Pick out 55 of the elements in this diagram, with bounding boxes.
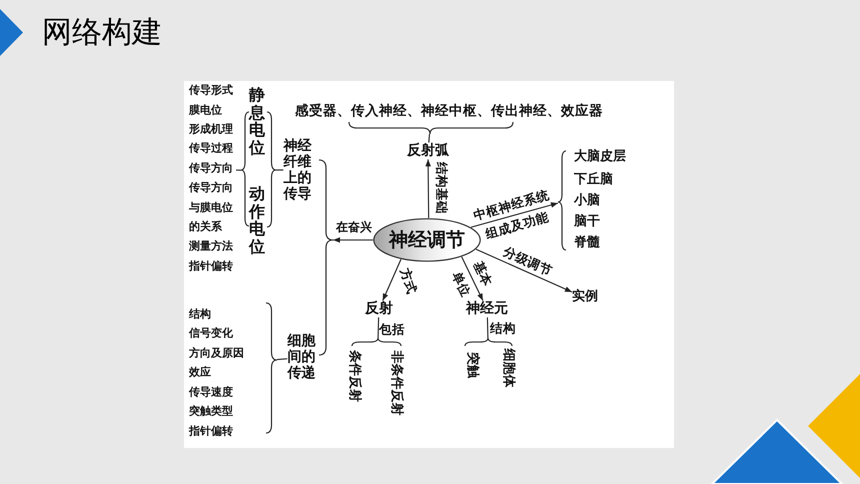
arrow xyxy=(461,256,484,301)
concept-text: 神经纤维上的传导 xyxy=(283,138,313,202)
arrow xyxy=(476,248,572,292)
list-item-text: 测量方法 xyxy=(189,239,233,253)
concept-text: 细胞间的传递 xyxy=(287,333,317,381)
list-item-text: 大脑皮层 xyxy=(574,149,626,165)
concept-text: 实例 xyxy=(572,289,598,305)
concept-text: 神经元 xyxy=(466,300,508,318)
concept-text: 感受器、传入神经、神经中枢、传出神经、效应器 xyxy=(295,102,603,120)
concept-text: 细胞体 xyxy=(500,348,516,388)
list-item-text: 突触类型 xyxy=(189,404,233,418)
concept-text: 突触 xyxy=(464,352,480,378)
list-item-text: 传导速度 xyxy=(189,385,233,399)
list-item-text: 传导形式 xyxy=(189,83,233,97)
list-item-text: 下丘脑 xyxy=(574,172,613,188)
list-item-text: 脑干 xyxy=(574,214,600,230)
list-item-text: 形成机理 xyxy=(189,122,233,136)
topic-text: 神经调节 xyxy=(389,228,465,252)
edge-label: 中枢神经系统组成及功能 xyxy=(470,186,552,243)
list-item-text: 传导方向 xyxy=(189,161,233,175)
edge-label: 结构基础 xyxy=(434,162,450,214)
list-item-text: 结构 xyxy=(189,307,211,321)
list-item-text: 传导方向与膜电位的关系 xyxy=(189,180,234,235)
edge-label: 包括 xyxy=(379,322,405,336)
concept-text: 反射弧 xyxy=(407,142,449,160)
edge-label: 在奋兴 xyxy=(336,220,372,234)
concept-text: 非条件反射 xyxy=(388,350,404,416)
edge-label: 结构 xyxy=(490,320,516,336)
connector-line xyxy=(486,317,488,338)
connector-line xyxy=(276,358,288,360)
list-item-text: 脊髓 xyxy=(574,235,600,251)
connector-line xyxy=(378,317,380,338)
page-title: 网络构建 xyxy=(42,14,162,52)
connector-line xyxy=(428,134,430,143)
vertical-concept-text: 静息电位 xyxy=(249,86,265,156)
connector-line xyxy=(236,170,242,171)
arrow xyxy=(382,259,402,301)
connector-line xyxy=(276,169,284,171)
list-item-text: 膜电位 xyxy=(189,103,222,117)
arrow xyxy=(333,237,373,243)
arrow xyxy=(425,159,431,218)
edge-label: 分级调节 xyxy=(501,244,555,278)
list-item-text: 指针偏转 xyxy=(189,259,233,273)
arrow xyxy=(470,202,558,228)
vertical-concept-text: 动作电位 xyxy=(249,184,265,256)
list-item-text: 小脑 xyxy=(574,193,600,209)
concept-text: 条件反射 xyxy=(346,350,362,402)
list-item-text: 信号变化 xyxy=(189,326,233,340)
edge-label: 方式 xyxy=(398,266,420,296)
concept-text: 反射 xyxy=(365,300,393,318)
list-item-text: 效应 xyxy=(189,365,211,379)
list-item-text: 指针偏转 xyxy=(189,424,233,438)
list-item-text: 传导过程 xyxy=(189,141,233,155)
edge-label: 基本单位 xyxy=(448,257,497,300)
list-item-text: 方向及原因 xyxy=(189,346,244,360)
